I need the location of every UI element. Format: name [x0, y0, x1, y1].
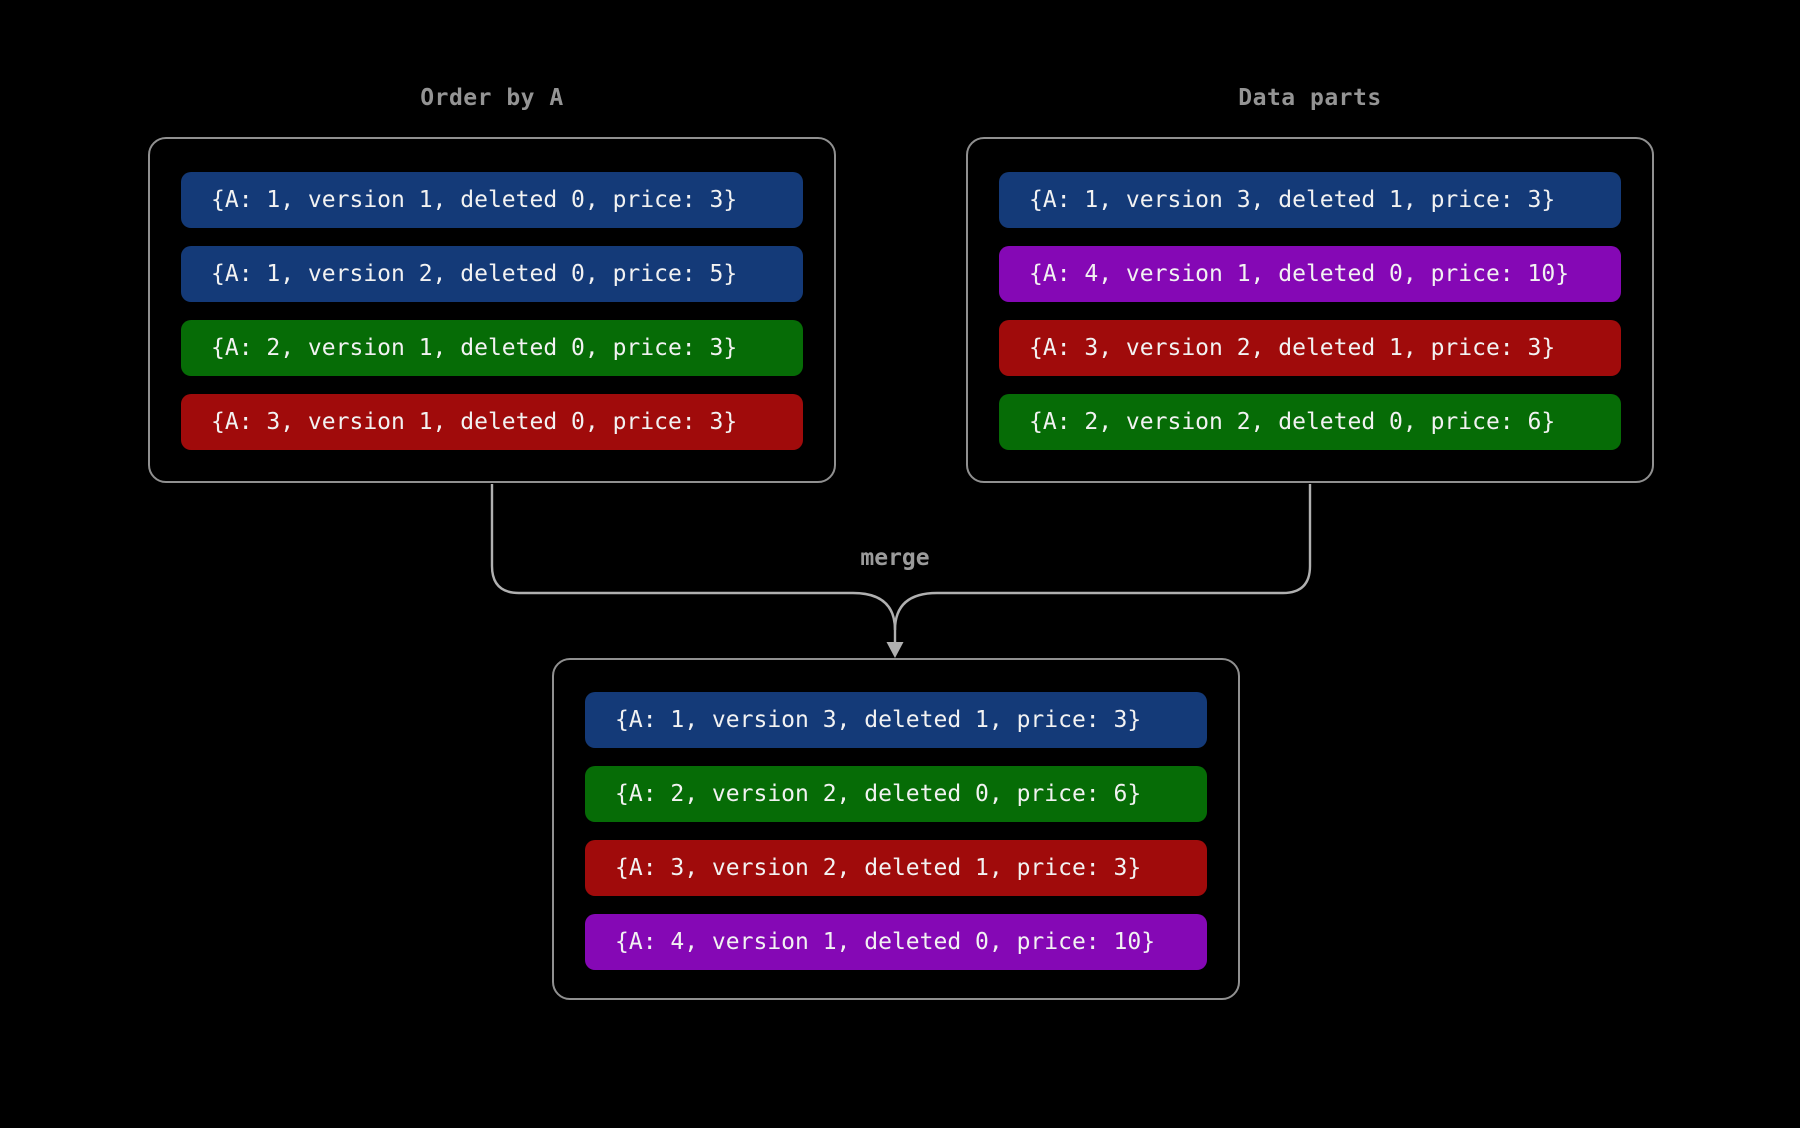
data-row: {A: 3, version 2, deleted 1, price: 3} [585, 840, 1207, 896]
data-row: {A: 2, version 1, deleted 0, price: 3} [181, 320, 803, 376]
data-row: {A: 3, version 1, deleted 0, price: 3} [181, 394, 803, 450]
data-row: {A: 1, version 1, deleted 0, price: 3} [181, 172, 803, 228]
data-row: {A: 1, version 3, deleted 1, price: 3} [999, 172, 1621, 228]
data-row: {A: 2, version 2, deleted 0, price: 6} [999, 394, 1621, 450]
data-row: {A: 4, version 1, deleted 0, price: 10} [999, 246, 1621, 302]
merged-result-box: {A: 1, version 3, deleted 1, price: 3} {… [552, 658, 1240, 1000]
data-parts-box: {A: 1, version 3, deleted 1, price: 3} {… [966, 137, 1654, 483]
data-row: {A: 3, version 2, deleted 1, price: 3} [999, 320, 1621, 376]
data-parts-title: Data parts [1238, 85, 1382, 111]
merge-label: merge [860, 545, 930, 571]
data-row: {A: 4, version 1, deleted 0, price: 10} [585, 914, 1207, 970]
order-by-a-title: Order by A [420, 85, 564, 111]
data-row: {A: 1, version 2, deleted 0, price: 5} [181, 246, 803, 302]
data-row: {A: 2, version 2, deleted 0, price: 6} [585, 766, 1207, 822]
data-row: {A: 1, version 3, deleted 1, price: 3} [585, 692, 1207, 748]
order-by-a-box: {A: 1, version 1, deleted 0, price: 3} {… [148, 137, 836, 483]
arrowhead-icon [886, 642, 904, 658]
